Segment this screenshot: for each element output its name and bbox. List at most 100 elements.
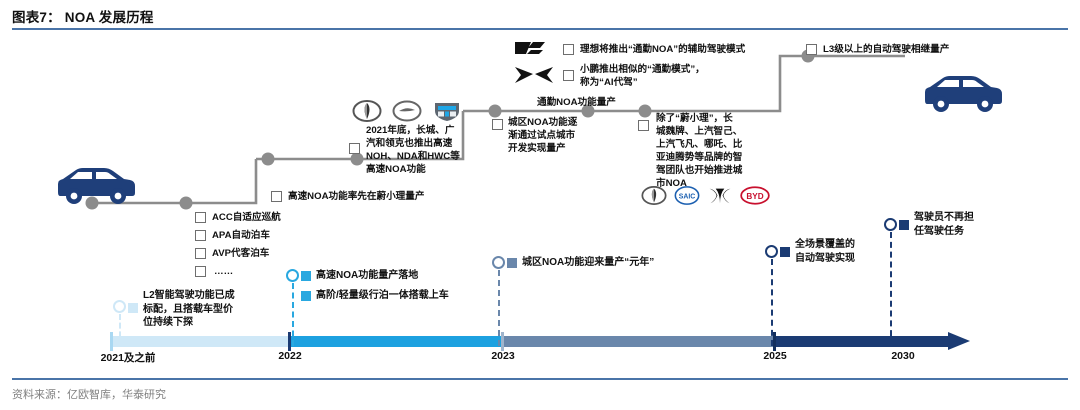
byd-logo: BYD [740, 186, 770, 205]
callout-text-l3-mass-production: L3级以上的自动驾驶相继量产 [823, 44, 950, 55]
callout-line: 除了“蔚小理”，长 [656, 113, 733, 124]
checkbox-apa[interactable] [195, 230, 206, 241]
callout-line: 城魏牌、上汽智己、 [656, 126, 743, 137]
path-node [488, 104, 502, 118]
pin-stem [291, 283, 295, 346]
label-commute-noa-mass-production: 通勤NOA功能量产 [537, 97, 616, 108]
source-note: 资料来源：亿欧智库，华泰研究 [12, 389, 166, 401]
axis-label-2022: 2022 [278, 350, 302, 362]
milestone-line: 位持续下探 [143, 317, 193, 328]
callout-line: 上汽飞凡、哪吒、比 [656, 139, 743, 150]
callout-line: 2021年底，长城、广 [366, 125, 455, 136]
milestone-text-2022-a: 高速NOA功能量产落地 [316, 270, 419, 281]
page-title: 图表7： NOA 发展历程 [12, 10, 154, 25]
pin-stem [118, 314, 122, 346]
milestone-text-l2: L2智能驾驶功能已成 标配，且搭载车型价 位持续下探 [143, 289, 235, 330]
pin-stem [889, 232, 893, 346]
pin-ring-icon [286, 269, 299, 282]
checkbox-li-commute-noa[interactable] [563, 44, 574, 55]
path-node [261, 152, 275, 166]
car-icon-right [925, 76, 1002, 112]
axis-segment-2023 [503, 336, 775, 347]
path-node [85, 196, 99, 210]
callout-text-other-brands-urban-noa: 除了“蔚小理”，长 城魏牌、上汽智己、 上汽飞凡、哪吒、比 亚迪腾势等品牌的智 … [656, 112, 742, 190]
pin-stem [770, 259, 774, 346]
axis-tick [773, 332, 776, 351]
callout-text-li-commute-noa: 理想将推出“通勤NOA”的辅助驾驶模式 [580, 44, 746, 55]
axis-segment-2021 [110, 336, 290, 347]
pin-stem [497, 270, 501, 346]
pin-ring-icon [765, 245, 778, 258]
callout-line: 驾团队也开始推进城 [656, 165, 743, 176]
callout-text-urban-pilot-city: 城区NOA功能逐 渐通过试点城市 开发实现量产 [508, 116, 577, 155]
li-auto-logo [515, 42, 545, 54]
checkbox-gwm-gac-lynk[interactable] [349, 143, 360, 154]
callout-line: 城区NOA功能逐 [508, 117, 578, 128]
checkbox-other-brands-urban-noa[interactable] [638, 120, 649, 131]
pin-ring-icon [884, 218, 897, 231]
axis-segment-2022 [290, 336, 503, 347]
callout-line: 小鹏推出相似的“通勤模式”， [580, 64, 705, 75]
callout-line: 称为“AI代驾” [580, 77, 638, 88]
saic-logo: SAIC [674, 186, 700, 205]
axis-label-2025: 2025 [763, 350, 787, 362]
axis-arrow-icon [948, 332, 970, 350]
checkbox-urban-pilot-city[interactable] [492, 119, 503, 130]
lynkco-logo [435, 103, 459, 121]
callout-text-xpeng-commute-mode: 小鹏推出相似的“通勤模式”， 称为“AI代驾” [580, 63, 705, 89]
footer-divider [12, 378, 1068, 380]
callout-line: NOH、NDA和HWC等 [366, 151, 460, 162]
callout-text-ellipsis: …… [214, 266, 234, 277]
callout-line: 汽和领克也推出高速 [366, 138, 453, 149]
milestone-square-2022-b [301, 291, 311, 301]
pin-ring-icon [113, 300, 126, 313]
svg-text:SAIC: SAIC [679, 194, 695, 201]
callout-text-gwm-gac-lynk: 2021年底，长城、广 汽和领克也推出高速 NOH、NDA和HWC等 高速NOA… [366, 124, 460, 176]
milestone-square-2023 [507, 258, 517, 268]
callout-text-avp: AVP代客泊车 [212, 248, 270, 259]
feifan-logo [709, 188, 731, 204]
callout-text-apa: APA自动泊车 [212, 230, 270, 241]
checkbox-l3-mass-production[interactable] [806, 44, 817, 55]
xpeng-logo [515, 67, 553, 83]
checkbox-avp[interactable] [195, 248, 206, 259]
milestone-line: L2智能驾驶功能已成 [143, 290, 235, 301]
pin-ring-icon [492, 256, 505, 269]
callout-line: 高速NOA功能 [366, 164, 426, 175]
milestone-line: 标配，且搭载车型价 [143, 303, 233, 315]
path-node [179, 196, 193, 210]
axis-segment-2025 [775, 336, 948, 347]
car-icon-left [58, 168, 135, 204]
callout-line: 开发实现量产 [508, 143, 566, 154]
milestone-square-2030 [899, 220, 909, 230]
axis-label-2021: 2021及之前 [100, 352, 156, 364]
title-divider [12, 28, 1068, 30]
checkbox-acc[interactable] [195, 212, 206, 223]
callout-text-highway-noa-nio-xpeng-li: 高速NOA功能率先在蔚小理量产 [288, 191, 425, 202]
checkbox-ellipsis[interactable] [195, 266, 206, 277]
milestone-square-2025 [780, 247, 790, 257]
callout-line: 亚迪腾势等品牌的智 [656, 152, 743, 163]
milestone-line: 任驾驶任务 [914, 225, 964, 237]
checkbox-highway-noa-nio-xpeng-li[interactable] [271, 191, 282, 202]
axis-label-2030: 2030 [891, 350, 915, 362]
milestone-square-2022-a [301, 271, 311, 281]
timeline-axis [110, 332, 970, 351]
callout-line: 市NOA [656, 178, 687, 189]
wey-logo [352, 100, 382, 122]
path-node [350, 152, 364, 166]
milestone-text-2022-b: 高阶/轻量级行泊一体搭载上车 [316, 290, 449, 301]
axis-label-2023: 2023 [491, 350, 515, 362]
svg-text:BYD: BYD [746, 192, 763, 201]
axis-tick [110, 332, 113, 351]
callout-text-acc: ACC自适应巡航 [212, 212, 281, 223]
wey-logo [641, 186, 667, 205]
milestone-line: 自动驾驶实现 [795, 252, 855, 264]
milestone-line: 驾驶员不再担 [914, 212, 974, 223]
path-node [638, 104, 652, 118]
milestone-line: 全场景覆盖的 [795, 239, 855, 250]
milestone-square-l2 [128, 303, 138, 313]
checkbox-xpeng-commute-mode[interactable] [563, 70, 574, 81]
